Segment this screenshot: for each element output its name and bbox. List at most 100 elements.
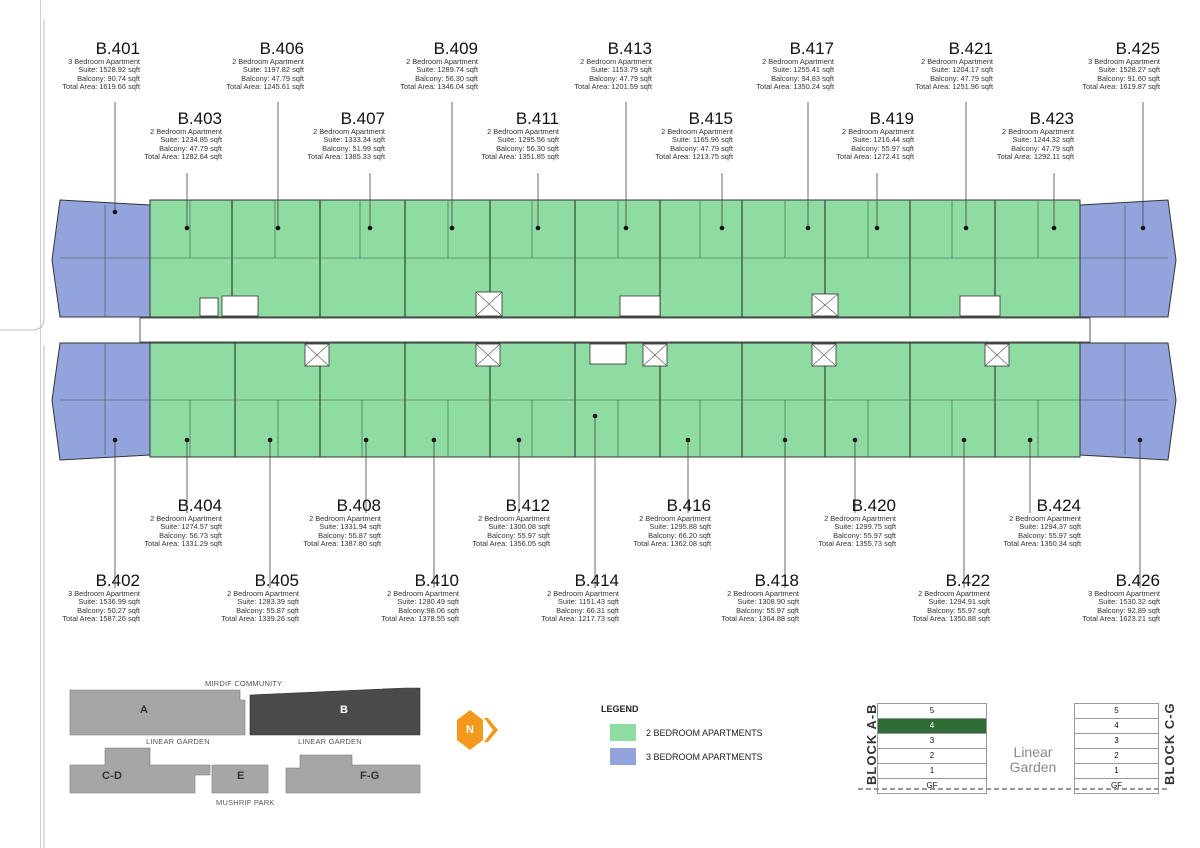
unit-suite: Suite: 1165.96 sqft <box>671 135 733 145</box>
unit-balcony: Balcony: 92.89 sqft <box>1097 605 1160 615</box>
unit-label-b424: B.424 2 Bedroom Apartment Suite: 1294.37… <box>1003 497 1081 549</box>
corridor <box>139 317 1091 343</box>
unit-type: 2 Bedroom Apartment <box>313 126 385 136</box>
unit-suite: Suite: 1299.75 sqft <box>834 522 896 532</box>
leader-lines <box>114 102 1144 588</box>
unit-label-b416: B.416 2 Bedroom Apartment Suite: 1295.88… <box>633 497 711 549</box>
page-edge-top <box>40 0 41 848</box>
unit-total: Total Area: 1339.26 sqft <box>221 614 299 624</box>
unit-type: 2 Bedroom Apartment <box>661 126 733 136</box>
core-crosses <box>304 291 1010 367</box>
leader-dots <box>112 209 1146 443</box>
unit-total: Total Area: 1282.64 sqft <box>144 152 222 162</box>
north-icon: N <box>466 724 475 736</box>
unit-type: 2 Bedroom Apartment <box>387 588 459 598</box>
unit-type: 3 Bedroom Apartment <box>68 588 140 598</box>
unit-code: B.405 <box>254 571 299 590</box>
keymap-linear-garden-left: LINEAR GARDEN <box>146 737 210 746</box>
unit-label-b404: B.404 2 Bedroom Apartment Suite: 1274.57… <box>144 497 222 549</box>
floor-level: GF <box>1074 779 1159 794</box>
unit-total: Total Area: 1251.96 sqft <box>915 82 993 92</box>
unit-total: Total Area: 1378.55 sqft <box>381 614 459 624</box>
unit-label-b405: B.405 2 Bedroom Apartment Suite: 1283.39… <box>221 572 299 624</box>
block-label-right: BLOCK C-G <box>1162 702 1177 785</box>
unit-total: Total Area: 1364.88 sqft <box>721 614 799 624</box>
unit-code: B.421 <box>948 39 993 58</box>
unit-total: Total Area: 1346.04 sqft <box>400 82 478 92</box>
unit-label-b419: B.419 2 Bedroom Apartment Suite: 1216.44… <box>836 110 914 162</box>
unit-total: Total Area: 1356.05 sqft <box>472 539 550 549</box>
floor-level: 3 <box>877 734 987 749</box>
unit-label-b406: B.406 2 Bedroom Apartment Suite: 1197.82… <box>226 40 304 92</box>
keymap-block-cd-label: C-D <box>102 770 123 782</box>
unit-suite: Suite: 1308.90 sqft <box>737 597 799 607</box>
unit-zone-3bed-sw <box>51 342 151 461</box>
unit-total: Total Area: 1201.59 sqft <box>574 82 652 92</box>
keymap-block-fg <box>285 754 421 794</box>
unit-code: B.407 <box>340 109 385 128</box>
floor-level: 1 <box>877 764 987 779</box>
unit-type: 2 Bedroom Apartment <box>478 513 550 523</box>
unit-total: Total Area: 1272.41 sqft <box>836 152 914 162</box>
unit-type: 2 Bedroom Apartment <box>639 513 711 523</box>
legend-label-2bed: 2 BEDROOM APARTMENTS <box>646 727 763 738</box>
unit-suite: Suite: 1333.34 sqft <box>323 135 385 145</box>
legend-item-2bed: 2 BEDROOM APARTMENTS <box>610 724 763 741</box>
keymap-block-e <box>211 764 269 794</box>
keymap-bottom-label: MUSHRIF PARK <box>216 798 275 807</box>
unit-label-b417: B.417 2 Bedroom Apartment Suite: 1255.41… <box>756 40 834 92</box>
unit-suite: Suite: 1255.41 sqft <box>772 65 834 75</box>
unit-balcony: Balcony: 47.79 sqft <box>241 73 304 83</box>
unit-balcony: Balcony: 55.97 sqft <box>736 605 799 615</box>
linear-garden-label: Linear Garden <box>1009 744 1057 776</box>
unit-label-b410: B.410 2 Bedroom Apartment Suite: 1280.49… <box>381 572 459 624</box>
unit-balcony: Balcony: 47.79 sqft <box>159 143 222 153</box>
unit-type: 2 Bedroom Apartment <box>842 126 914 136</box>
unit-label-b422: B.422 2 Bedroom Apartment Suite: 1294.91… <box>912 572 990 624</box>
unit-balcony: Balcony: 51.99 sqft <box>322 143 385 153</box>
unit-label-b401: B.401 3 Bedroom Apartment Suite: 1528.92… <box>62 40 140 92</box>
unit-code: B.401 <box>95 39 140 58</box>
floor-level: 2 <box>877 749 987 764</box>
unit-total: Total Area: 1331.29 sqft <box>144 539 222 549</box>
unit-balcony: Balcony: 56.30 sqft <box>496 143 559 153</box>
unit-balcony: Balcony: 56.73 sqft <box>159 530 222 540</box>
unit-code: B.419 <box>869 109 914 128</box>
unit-suite: Suite: 1151.43 sqft <box>557 597 619 607</box>
unit-suite: Suite: 1197.82 sqft <box>242 65 304 75</box>
unit-balcony: Balcony: 47.79 sqft <box>670 143 733 153</box>
unit-label-b420: B.420 2 Bedroom Apartment Suite: 1299.75… <box>818 497 896 549</box>
unit-balcony: Balcony: 56.30 sqft <box>415 73 478 83</box>
unit-total: Total Area: 1619.87 sqft <box>1082 82 1160 92</box>
unit-type: 3 Bedroom Apartment <box>1088 588 1160 598</box>
unit-code: B.403 <box>177 109 222 128</box>
unit-balcony: Balcony: 55.97 sqft <box>851 143 914 153</box>
unit-total: Total Area: 1351.85 sqft <box>481 152 559 162</box>
unit-type: 2 Bedroom Apartment <box>1009 513 1081 523</box>
unit-type: 2 Bedroom Apartment <box>227 588 299 598</box>
keymap-top-label: MIRDIF COMMUNITY <box>205 679 283 688</box>
unit-type: 2 Bedroom Apartment <box>547 588 619 598</box>
legend-swatch-2bed <box>610 724 636 741</box>
unit-code: B.425 <box>1115 39 1160 58</box>
legend-swatch-3bed <box>610 748 636 765</box>
floor-level: 5 <box>1074 704 1159 719</box>
unit-label-b413: B.413 2 Bedroom Apartment Suite: 1153.79… <box>574 40 652 92</box>
unit-label-b409: B.409 2 Bedroom Apartment Suite: 1289.74… <box>400 40 478 92</box>
unit-balcony: Balcony: 55.97 sqft <box>833 530 896 540</box>
floor-stack-left: 5 4 3 2 1 GF <box>877 703 987 794</box>
floor-level: 1 <box>1074 764 1159 779</box>
unit-total: Total Area: 1355.73 sqft <box>818 539 896 549</box>
unit-suite: Suite: 1530.32 sqft <box>1098 597 1160 607</box>
block-label-right-text: BLOCK C-G <box>1162 702 1177 785</box>
floor-level: GF <box>877 779 987 794</box>
unit-total: Total Area: 1623.21 sqft <box>1082 614 1160 624</box>
unit-label-b426: B.426 3 Bedroom Apartment Suite: 1530.32… <box>1082 572 1160 624</box>
unit-balcony: Balcony: 50.27 sqft <box>77 605 140 615</box>
unit-code: B.420 <box>851 496 896 515</box>
unit-zone-2bed-north <box>149 199 1081 318</box>
unit-code: B.417 <box>789 39 834 58</box>
unit-label-b412: B.412 2 Bedroom Apartment Suite: 1300.08… <box>472 497 550 549</box>
unit-total: Total Area: 1217.73 sqft <box>541 614 619 624</box>
